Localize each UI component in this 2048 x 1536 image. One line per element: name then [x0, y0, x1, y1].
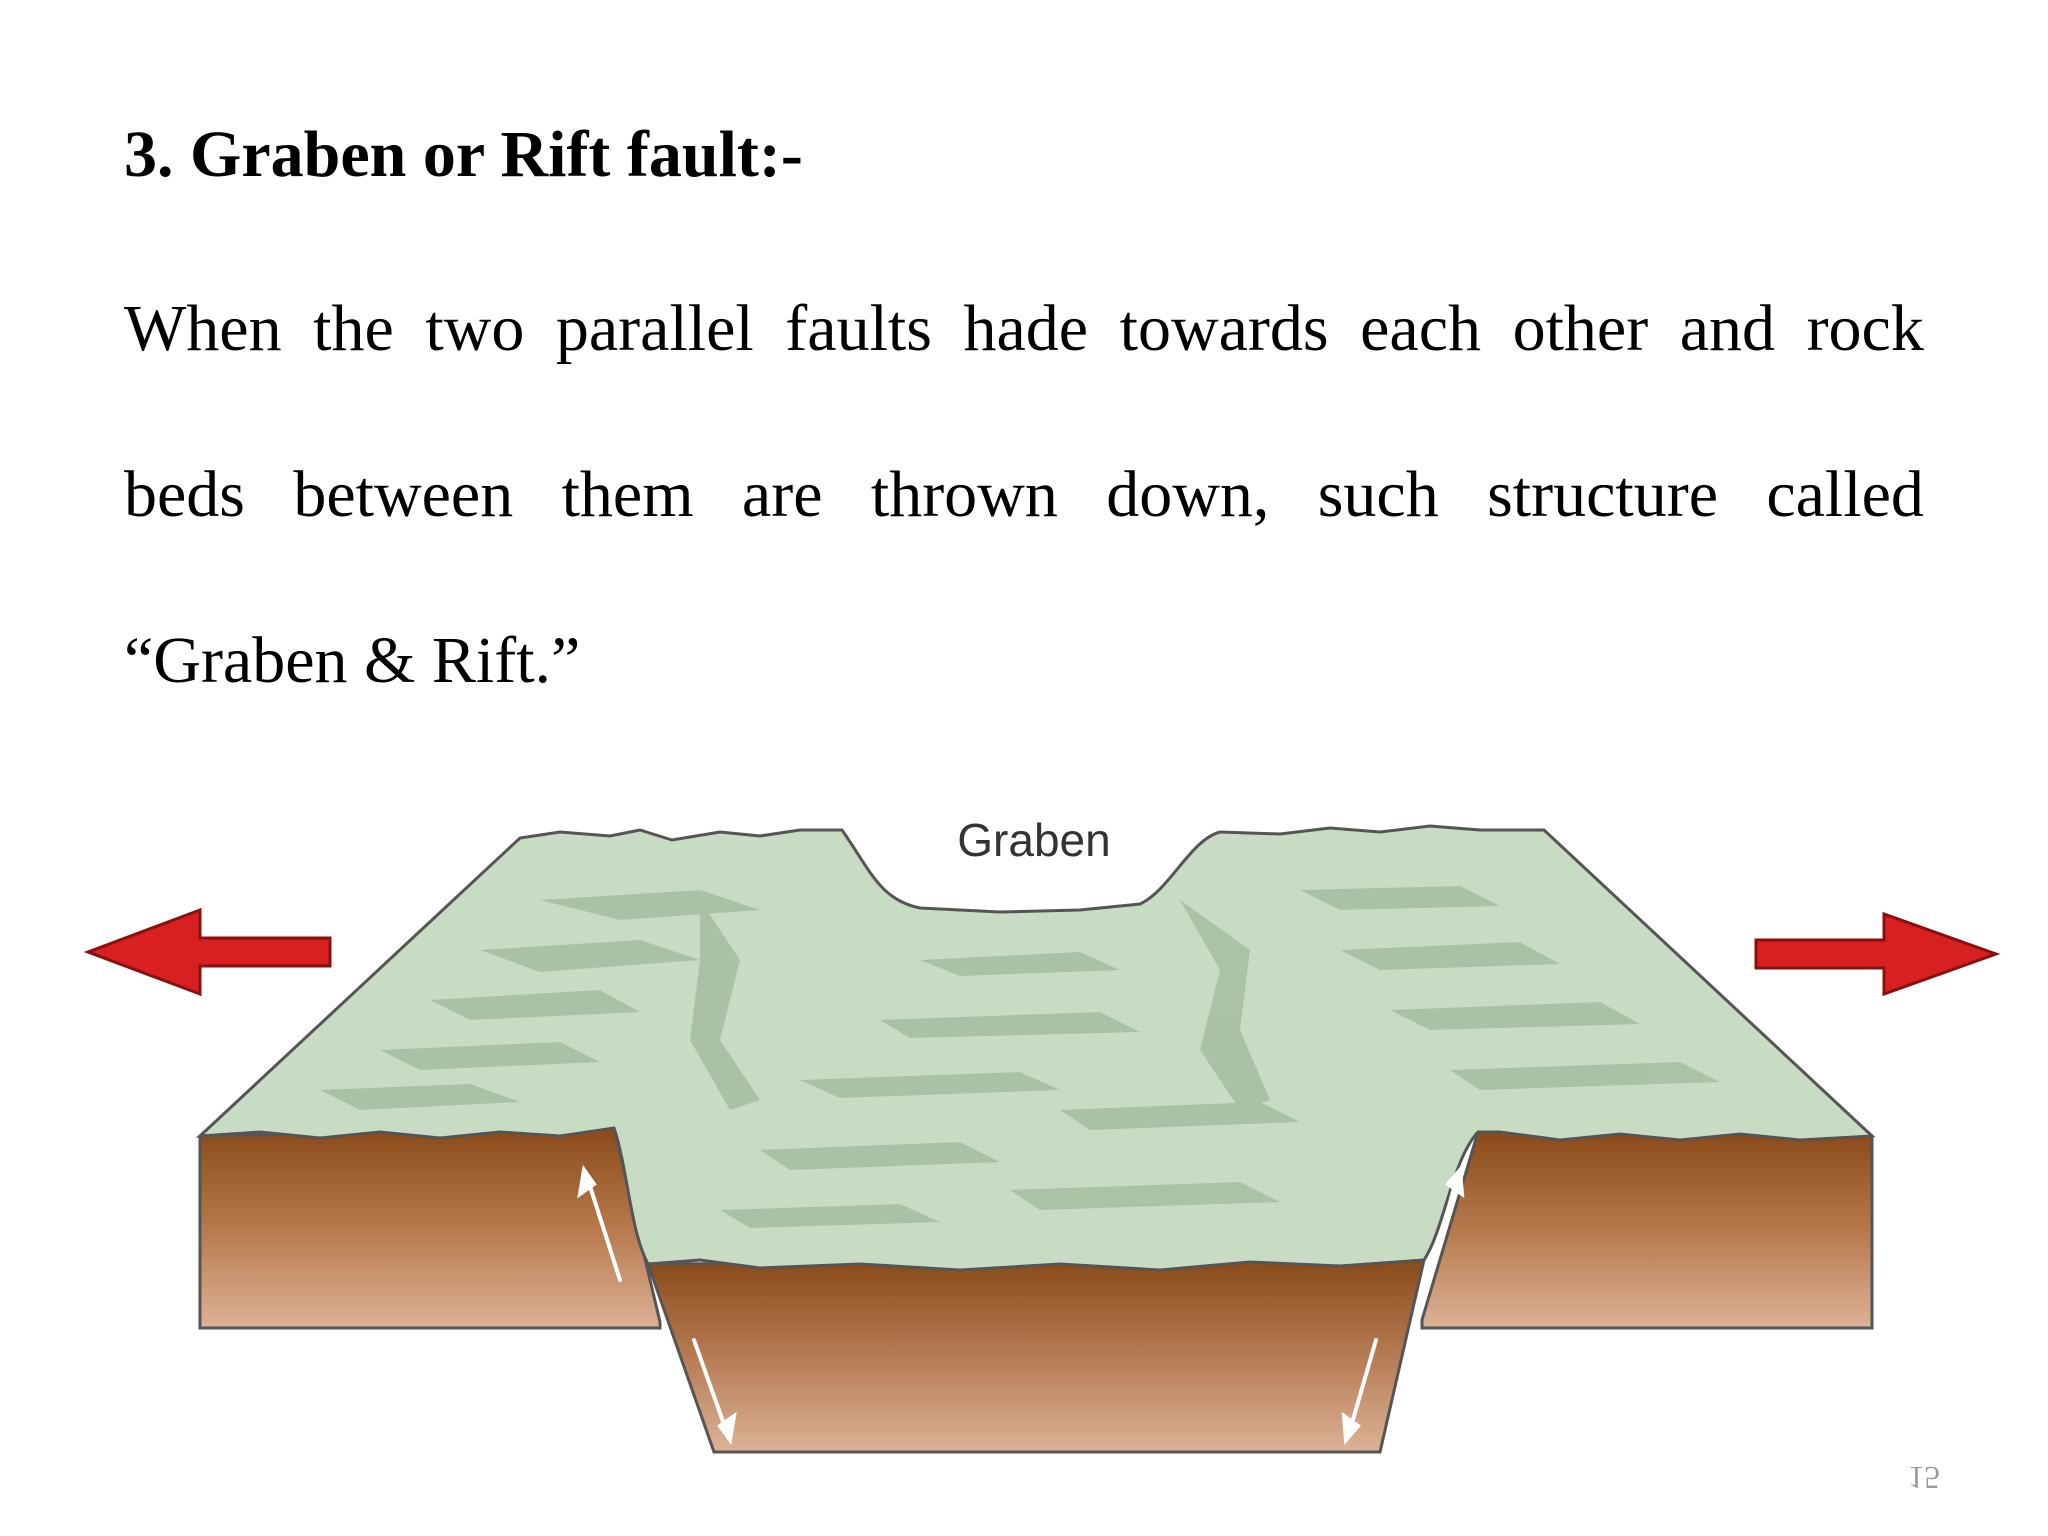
right-block-front: [1420, 1130, 1874, 1330]
body-word: down,: [1106, 458, 1270, 531]
left-block-front: [198, 1126, 662, 1330]
graben-diagram: Graben: [0, 780, 2048, 1480]
body-word: towards: [1119, 292, 1329, 365]
body-word: thrown: [870, 458, 1058, 531]
body-word: other: [1512, 292, 1649, 365]
body-word: parallel: [555, 292, 754, 365]
body-word: are: [741, 458, 823, 531]
surface-streaks: [320, 886, 1720, 1228]
body-word: the: [313, 292, 394, 365]
graben-label: Graben: [957, 814, 1110, 866]
body-word: between: [293, 458, 514, 531]
body-word: beds: [124, 458, 245, 531]
body-word: two: [425, 292, 525, 365]
body-word: When: [124, 292, 282, 365]
body-word: and: [1679, 292, 1776, 365]
body-word: called: [1766, 458, 1924, 531]
body-word: such: [1317, 458, 1439, 531]
slide-heading: 3. Graben or Rift fault:-: [124, 118, 803, 191]
ground-surface: [195, 824, 1876, 1272]
body-line-3: “Graben & Rift.”: [124, 624, 581, 697]
fault-slip-arrow-icon: [577, 1164, 1465, 1446]
body-word: structure: [1487, 458, 1718, 531]
right-arrow-icon: [1754, 911, 2001, 997]
body-word: hade: [963, 292, 1089, 365]
body-word: each: [1360, 292, 1482, 365]
left-arrow-icon: [83, 907, 332, 997]
page-number: 15: [1908, 1460, 1940, 1496]
body-word: faults: [785, 292, 932, 365]
body-word: rock: [1806, 292, 1924, 365]
body-word: them: [561, 458, 694, 531]
graben-block-front: [645, 1258, 1426, 1454]
